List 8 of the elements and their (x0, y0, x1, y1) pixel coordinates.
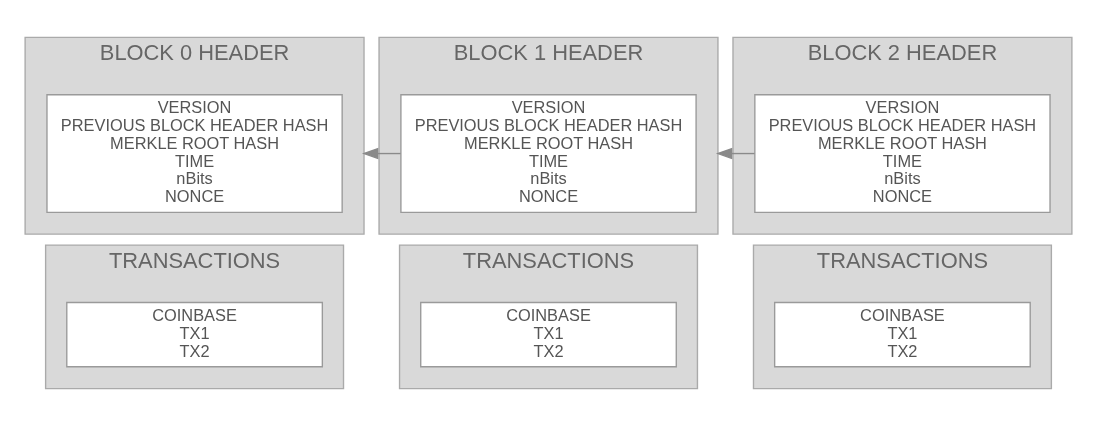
node-box: COINBASE TX1 TX2 (773, 301, 1031, 367)
node-box: COINBASE TX1 TX2 (66, 301, 324, 367)
arrow (361, 147, 402, 159)
node-box: COINBASE TX1 TX2 (420, 301, 677, 367)
arrow (715, 147, 756, 159)
node-box: VERSION PREVIOUS BLOCK HEADER HASH MERKLE ROOT HASH TIME nBits NONCE (754, 93, 1051, 213)
node-box: VERSION PREVIOUS BLOCK HEADER HASH MERKLE ROOT HASH TIME nBits NONCE (46, 93, 343, 213)
node-box: VERSION PREVIOUS BLOCK HEADER HASH MERKLE ROOT HASH TIME nBits NONCE (400, 93, 697, 213)
